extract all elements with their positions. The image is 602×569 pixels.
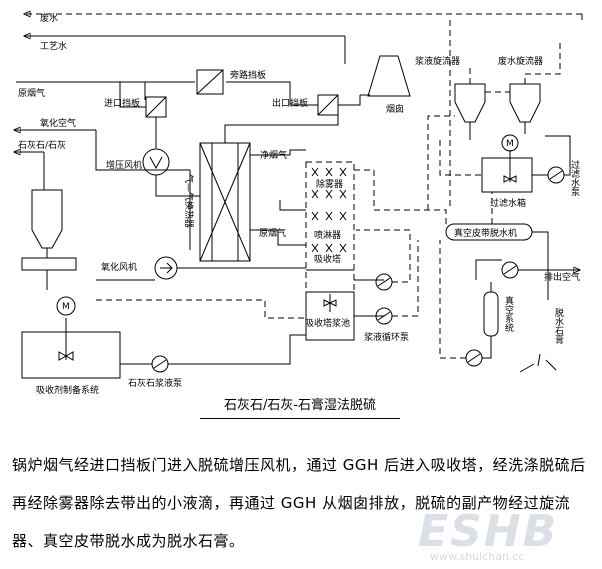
label-clean-flue-gas: 净烟气 xyxy=(260,149,287,161)
label-raw-gas-in-tower: 原烟气 xyxy=(259,227,286,239)
vacuum-pump xyxy=(501,261,519,279)
label-oxidation-air-top: 氧化空气 xyxy=(40,117,76,129)
vacuum-drain-pump xyxy=(465,349,483,367)
label-booster-fan: 增压风机 xyxy=(106,159,142,171)
process-flow-diagram: 废水 工艺水 原烟气 旁路挡板 进口挡板 增压风机 出口挡板 xyxy=(0,0,583,396)
label-waste-water: 废水 xyxy=(40,12,58,24)
label-circulation-pump: 浆液循环泵 xyxy=(364,331,409,343)
chimney xyxy=(360,55,411,97)
label-bypass-damper: 旁路挡板 xyxy=(230,69,266,81)
label-absorber: 吸收塔 xyxy=(314,253,341,265)
label-dewatered-gypsum: 脱水石膏 xyxy=(553,307,564,344)
absorbent-prep-tank xyxy=(21,318,121,379)
label-oxidation-fan: 氧化风机 xyxy=(101,261,137,273)
label-wastewater-cyclone: 废水旋流器 xyxy=(498,55,543,67)
raw-flue-gas-line xyxy=(16,81,291,100)
oxidation-air-line xyxy=(14,130,191,250)
description-text: 锅炉烟气经进口挡板门进入脱硫增压风机，通过 GGH 后进入吸收塔，经洗涤脱硫后再… xyxy=(12,456,586,550)
label-ggh: 气—气换热器 xyxy=(183,174,195,228)
process-water-line xyxy=(24,36,346,64)
motor-label-2: M xyxy=(506,139,514,149)
label-limestone-pump: 石灰石浆液泵 xyxy=(128,377,182,389)
oxidation-fan xyxy=(154,256,178,280)
label-chimney: 烟囱 xyxy=(386,103,404,115)
label-inlet-damper: 进口挡板 xyxy=(104,97,140,109)
label-demister: 除雾器 xyxy=(316,178,343,190)
label-limestone: 石灰石/石灰 xyxy=(18,139,66,151)
limestone-silo xyxy=(21,189,77,290)
watermark-logo: ESHB www.shuichan.cc xyxy=(418,506,588,566)
ggh-heat-exchanger xyxy=(199,142,251,262)
limestone-slurry-pump xyxy=(151,355,169,373)
label-absorber-tank: 吸收塔浆池 xyxy=(305,317,350,329)
demister xyxy=(311,167,347,199)
label-filtrate-tank: 过滤水箱 xyxy=(490,197,526,209)
label-slurry-cyclone: 浆液旋流器 xyxy=(415,55,460,67)
label-exhaust-air: 排出空气 xyxy=(544,271,580,283)
outlet-damper xyxy=(317,94,339,116)
label-vacuum-system: 真空系统 xyxy=(503,295,514,333)
gypsum-pile xyxy=(519,353,557,373)
slurry-cyclone xyxy=(454,83,486,140)
label-raw-flue-gas: 原烟气 xyxy=(18,87,45,99)
label-vacuum-belt: 真空皮带脱水机 xyxy=(454,227,517,239)
waste-water-line xyxy=(24,14,583,210)
label-filtrate-pump: 过滤水泵 xyxy=(569,159,580,196)
label-spray-layer: 喷淋器 xyxy=(314,229,341,241)
booster-fan xyxy=(142,148,170,176)
filtrate-pump xyxy=(547,166,565,184)
filtrate-motor xyxy=(501,134,519,152)
watermark-site-text: www.shuichan.cc xyxy=(430,550,525,563)
watermark-logo-text: ESHB xyxy=(418,506,559,557)
bypass-damper xyxy=(196,69,224,95)
absorber-agitator xyxy=(323,294,337,312)
filtrate-tank xyxy=(481,150,533,193)
diagram-caption: 石灰石/石灰-石膏湿法脱硫 xyxy=(200,396,400,419)
label-process-water: 工艺水 xyxy=(40,40,67,52)
label-absorbent-system: 吸收剂制备系统 xyxy=(36,384,99,396)
inlet-damper xyxy=(145,96,167,118)
absorber-tower xyxy=(305,161,355,341)
absorbent-motor xyxy=(56,296,76,316)
spray-layer xyxy=(311,211,347,253)
vacuum-system-vessel xyxy=(483,291,499,337)
limestone-line xyxy=(14,152,45,190)
wastewater-cyclone xyxy=(509,83,541,134)
circulation-pump-1 xyxy=(375,273,393,291)
motor-label-1: M xyxy=(62,302,70,312)
